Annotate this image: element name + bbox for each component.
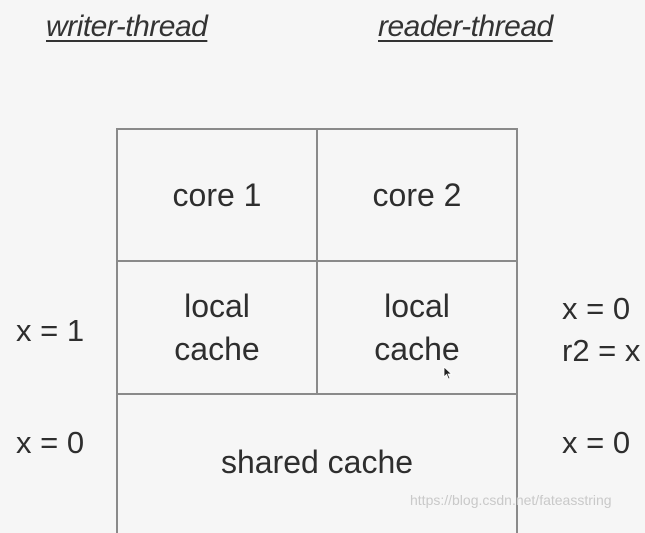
watermark: https://blog.csdn.net/fateasstring: [410, 492, 612, 508]
core-2-label: core 2: [372, 176, 462, 213]
reader-thread-title: reader-thread: [378, 10, 553, 43]
writer-local-value: x = 1: [16, 313, 85, 348]
local-cache-2-line2: cache: [374, 330, 460, 367]
mouse-cursor-icon: [443, 366, 453, 380]
reader-shared-value: x = 0: [562, 425, 631, 460]
writer-thread-title: writer-thread: [46, 10, 208, 43]
local-cache-2-box: local cache: [316, 260, 518, 395]
writer-shared-value: x = 0: [16, 425, 85, 460]
shared-cache-label: shared cache: [220, 444, 414, 480]
local-cache-1-box: local cache: [116, 260, 318, 395]
shared-cache-box: shared cache: [116, 393, 518, 533]
reader-local-value: x = 0: [562, 291, 631, 326]
core-1-label: core 1: [172, 176, 262, 213]
local-cache-2-line1: local: [384, 287, 450, 324]
core-2-box: core 2: [316, 128, 518, 262]
reader-read-op: r2 = x: [562, 333, 641, 368]
local-cache-1-line1: local: [184, 287, 250, 324]
local-cache-1-line2: cache: [174, 330, 260, 367]
core-1-box: core 1: [116, 128, 318, 262]
